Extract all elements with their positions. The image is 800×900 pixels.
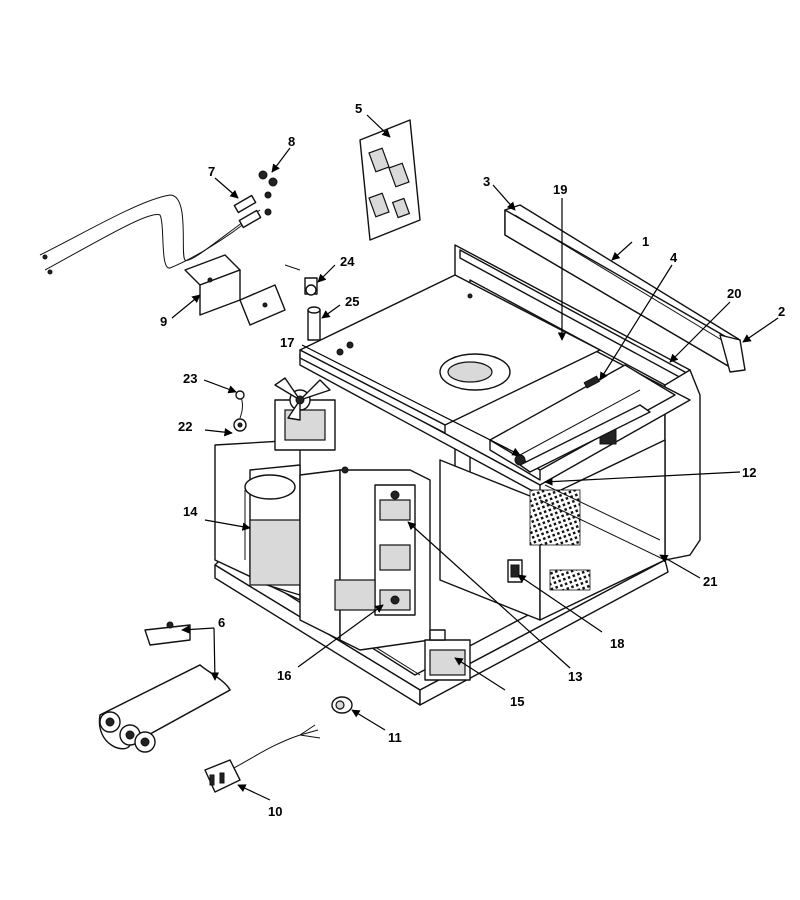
vent-grille-upper xyxy=(529,489,581,546)
callout-5: 5 xyxy=(355,101,362,116)
top-cover-plate xyxy=(299,274,601,434)
callout-15: 15 xyxy=(510,694,524,709)
callout-4: 4 xyxy=(670,250,678,265)
callout-18: 18 xyxy=(610,636,624,651)
callout-8: 8 xyxy=(288,134,295,149)
callout-14: 14 xyxy=(183,504,198,519)
callout-11: 11 xyxy=(388,730,402,745)
callout-7: 7 xyxy=(208,164,215,179)
magnetron-switch-column xyxy=(299,466,431,651)
thermal-parts xyxy=(233,390,247,432)
door-switch xyxy=(507,559,523,583)
high-voltage-transformer xyxy=(214,439,301,601)
callout-23: 23 xyxy=(183,371,197,386)
filter-cylinders xyxy=(98,621,231,753)
wire-harness xyxy=(39,191,272,275)
callout-labels: 1 2 3 4 5 6 7 8 9 10 11 12 13 14 15 16 1… xyxy=(160,101,785,819)
callout-13: 13 xyxy=(568,669,582,684)
callout-21: 21 xyxy=(703,574,717,589)
callout-6: 6 xyxy=(218,615,225,630)
screws xyxy=(258,170,278,187)
callout-10: 10 xyxy=(268,804,282,819)
callout-12: 12 xyxy=(742,465,756,480)
callout-2: 2 xyxy=(778,304,785,319)
callout-1: 1 xyxy=(642,234,649,249)
vent-grille-lower xyxy=(549,569,591,591)
bushing xyxy=(331,696,353,714)
fuse-and-holder xyxy=(284,264,321,341)
fan-motor-assembly xyxy=(274,377,336,451)
callout-25: 25 xyxy=(345,294,359,309)
callout-22: 22 xyxy=(178,419,192,434)
relay-board xyxy=(359,119,421,241)
power-cord xyxy=(204,724,321,793)
callout-24: 24 xyxy=(340,254,355,269)
capacitor xyxy=(424,629,471,681)
callout-19: 19 xyxy=(553,182,567,197)
callout-3: 3 xyxy=(483,174,490,189)
mounting-bracket xyxy=(184,254,286,326)
callout-17: 17 xyxy=(280,335,294,350)
callout-9: 9 xyxy=(160,314,167,329)
leader-lines xyxy=(171,114,779,801)
control-board xyxy=(489,364,676,481)
callout-16: 16 xyxy=(277,668,291,683)
callout-20: 20 xyxy=(727,286,741,301)
